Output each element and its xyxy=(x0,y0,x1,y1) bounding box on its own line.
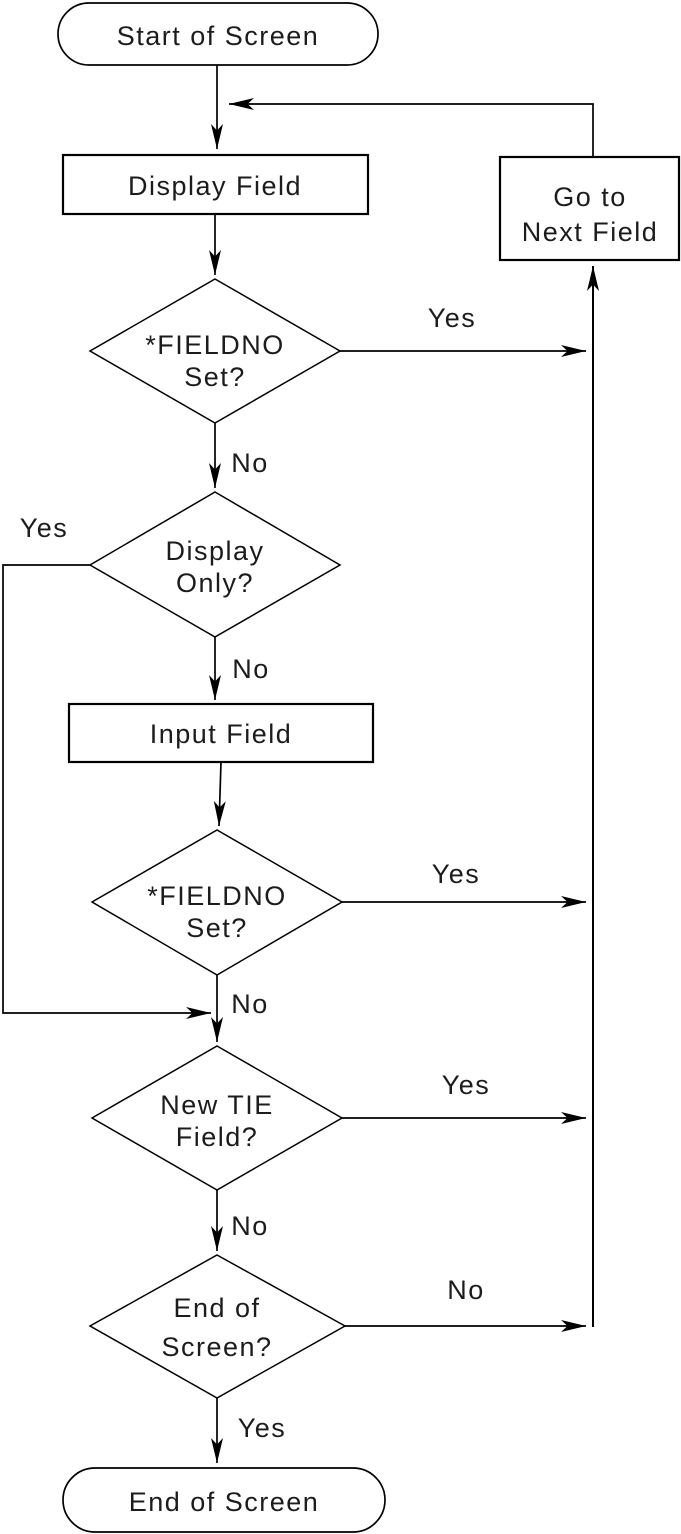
edge-label-fieldno2-yes: Yes xyxy=(432,859,481,889)
node-label-line2: Field? xyxy=(176,1122,259,1152)
node-fieldno-set-2: *FIELDNO Set? xyxy=(90,829,344,976)
node-end-of-screen-check: End of Screen? xyxy=(88,1254,347,1399)
decision-shape xyxy=(90,829,344,976)
node-go-to-next-field: Go to Next Field xyxy=(498,155,681,262)
edge-label-fieldno1-no: No xyxy=(231,448,269,478)
node-label-line1: Go to xyxy=(553,182,627,212)
node-label: End of Screen xyxy=(129,1487,320,1517)
node-new-tie-field: New TIE Field? xyxy=(90,1045,344,1191)
decision-shape xyxy=(90,1045,344,1191)
terminator-shape xyxy=(62,1467,386,1533)
edge-label-display-only-yes: Yes xyxy=(20,513,69,543)
decision-shape xyxy=(88,1254,347,1399)
node-start-of-screen: Start of Screen xyxy=(57,2,379,66)
node-input-field: Input Field xyxy=(67,702,375,764)
node-label-line1: *FIELDNO xyxy=(147,881,287,911)
node-label-line1: *FIELDNO xyxy=(145,330,285,360)
edge-label-display-only-no: No xyxy=(232,654,270,684)
node-display-field: Display Field xyxy=(61,153,370,216)
node-label-line1: New TIE xyxy=(160,1090,274,1120)
edge-label-end-check-yes: Yes xyxy=(238,1413,287,1443)
node-label: Input Field xyxy=(150,719,293,749)
edge-label-fieldno1-yes: Yes xyxy=(428,303,477,333)
node-label-line2: Set? xyxy=(186,913,248,943)
node-label: Display Field xyxy=(128,171,302,201)
node-fieldno-set-1: *FIELDNO Set? xyxy=(88,278,342,424)
edge-label-fieldno2-no: No xyxy=(231,989,269,1019)
node-end-of-screen: End of Screen xyxy=(62,1467,386,1533)
node-label-line2: Set? xyxy=(184,362,246,392)
process-shape xyxy=(61,153,370,216)
edge-display-only-yes xyxy=(2,564,211,1019)
edge-label-new-tie-no: No xyxy=(231,1211,269,1241)
edge-input-field-to-fieldno2 xyxy=(213,761,226,827)
node-label-line1: End of xyxy=(173,1293,260,1323)
node-label-line2: Screen? xyxy=(161,1332,272,1362)
decision-shape xyxy=(88,491,342,638)
terminator-shape xyxy=(57,2,379,66)
decision-shape xyxy=(88,278,342,424)
node-label: Start of Screen xyxy=(117,21,320,51)
edge-label-end-check-no: No xyxy=(447,1275,485,1305)
node-label-line2: Next Field xyxy=(522,217,659,247)
process-shape xyxy=(67,702,375,764)
node-display-only: Display Only? xyxy=(88,491,342,638)
edge-label-new-tie-yes: Yes xyxy=(442,1070,491,1100)
node-label-line1: Display xyxy=(165,536,264,566)
edge-go-to-next-field-return xyxy=(229,98,594,157)
node-label-line2: Only? xyxy=(176,568,254,598)
process-shape xyxy=(498,155,681,262)
